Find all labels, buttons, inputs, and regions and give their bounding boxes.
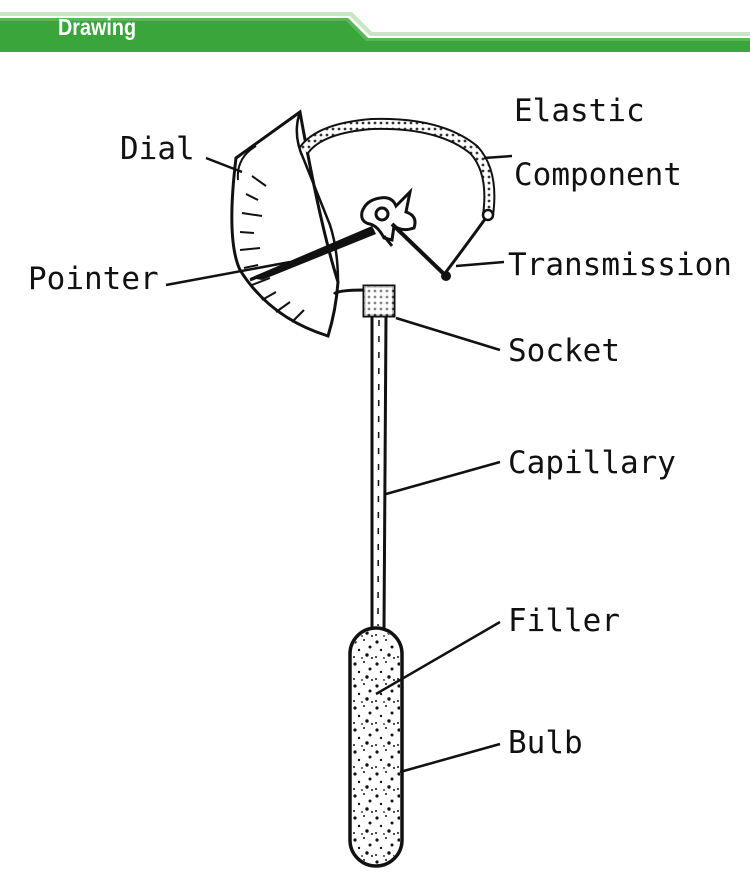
header-title: Drawing [58, 14, 137, 40]
label-socket: Socket [508, 333, 620, 369]
label-bulb: Bulb [508, 725, 583, 761]
label-dial: Dial [120, 131, 195, 167]
leader-lines [165, 154, 513, 774]
thermometer-diagram: Dial Elastic Component Pointer Transmiss… [0, 56, 750, 891]
thermometer-drawing [165, 109, 513, 868]
label-pointer: Pointer [28, 261, 159, 297]
header-banner-shape [0, 12, 750, 52]
label-transmission: Transmission [508, 247, 732, 283]
dial-face [230, 109, 340, 338]
bulb [348, 626, 404, 868]
transmission-mechanism [360, 187, 451, 281]
capillary-tube [370, 315, 388, 629]
elastic-component-tube [299, 117, 496, 273]
label-capillary: Capillary [508, 445, 676, 481]
label-filler: Filler [508, 603, 620, 639]
label-component: Component [514, 157, 682, 193]
pointer-needle [249, 226, 376, 282]
socket-block [332, 284, 396, 318]
section-header: Drawing [0, 0, 750, 56]
label-elastic: Elastic [514, 93, 645, 129]
